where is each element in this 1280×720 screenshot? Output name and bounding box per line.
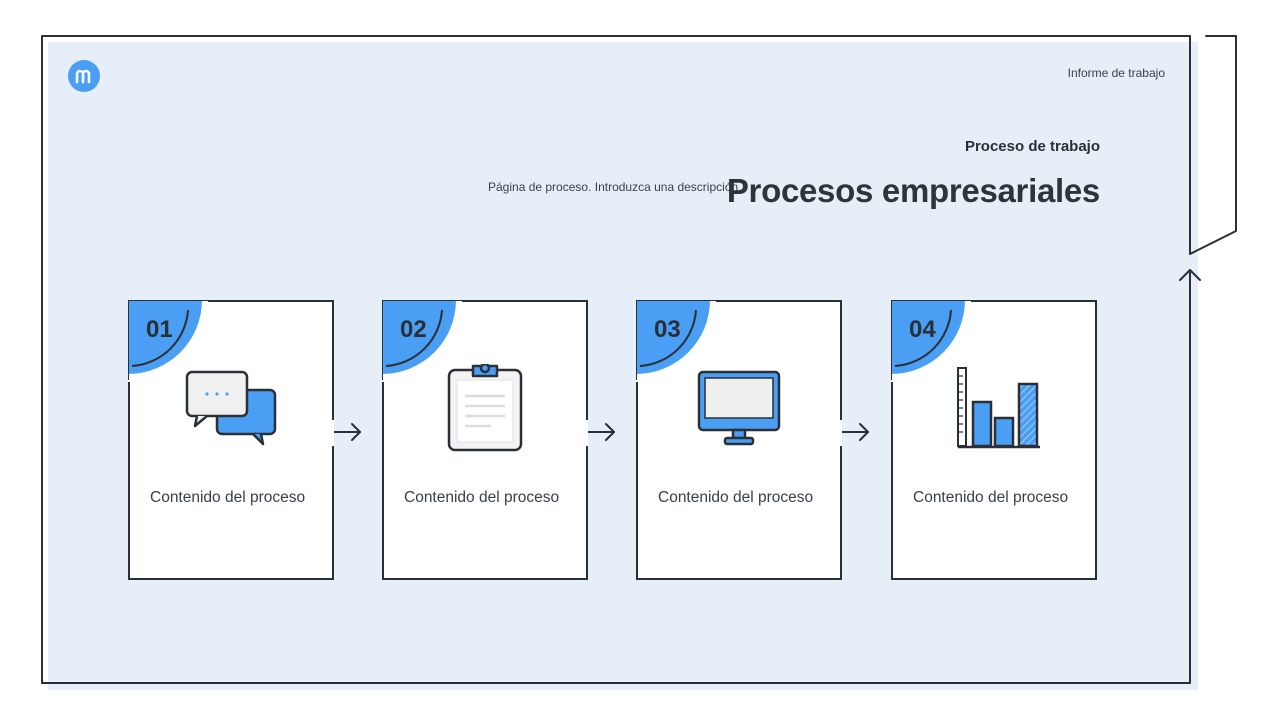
step-content: Contenido del proceso bbox=[150, 489, 306, 506]
report-label: Informe de trabajo bbox=[1067, 66, 1165, 80]
process-card-4[interactable]: 04 Contenido del proceso bbox=[891, 300, 1097, 580]
logo-icon bbox=[68, 60, 100, 92]
step-content: Contenido del proceso bbox=[404, 489, 560, 506]
page-description: Página de proceso. Introduzca una descri… bbox=[488, 180, 742, 194]
step-number: 02 bbox=[400, 316, 427, 343]
m-logo-icon bbox=[75, 69, 91, 84]
process-card-3[interactable]: 03 Contenido del proceso bbox=[636, 300, 842, 580]
page-subtitle: Proceso de trabajo bbox=[964, 138, 1100, 155]
step-number: 03 bbox=[654, 316, 681, 343]
step-number: 01 bbox=[146, 316, 173, 343]
page-title: Procesos empresariales bbox=[726, 172, 1100, 209]
step-content: Contenido del proceso bbox=[658, 489, 814, 506]
process-card-2[interactable]: 02 Contenido del proceso bbox=[382, 300, 588, 580]
step-content: Contenido del proceso bbox=[913, 489, 1069, 506]
process-card-1[interactable]: 01 Contenido del proceso bbox=[128, 300, 334, 580]
step-number: 04 bbox=[909, 316, 936, 343]
